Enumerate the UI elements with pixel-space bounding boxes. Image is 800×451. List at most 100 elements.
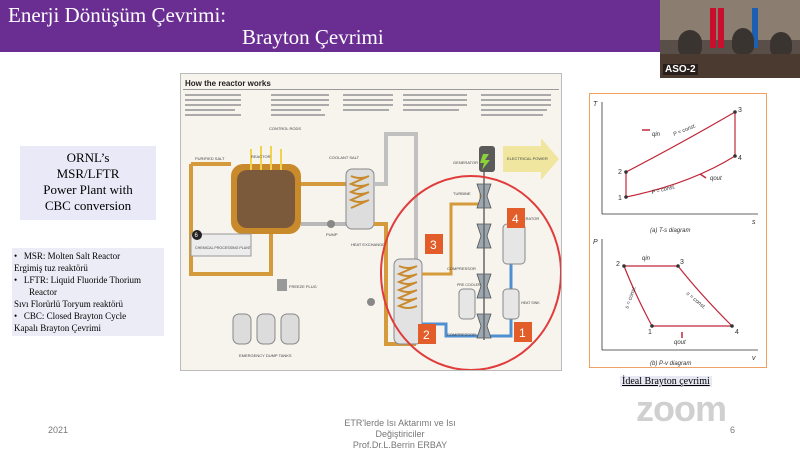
heat-sink [502,288,520,320]
ts-diagram: T s 1 2 3 4 qin qout P = const. P = cons… [593,101,758,234]
brayton-cycle-svg: T s 1 2 3 4 qin qout P = const. P = cons… [593,101,758,367]
footer-course: ETR'lerde Isı Aktarımı ve Isı Değiştiric… [344,418,456,439]
participant-name-label: ASO-2 [663,64,698,75]
pv-y-label: P [593,239,598,246]
caption-text: İdeal Brayton çevrimi [622,376,710,387]
zoom-watermark: zoom [636,388,727,429]
state-point [624,170,628,174]
chemical-processing-plant [190,233,252,257]
step-descriptions [185,94,551,116]
control-rods [250,146,282,170]
state-point [730,324,734,328]
list-item-translation: Ergimiş tuz reaktörü [14,263,88,273]
footer-author: Prof.Dr.L.Berrin ERBAY [352,440,448,450]
state-marker-1-label: 1 [519,326,526,340]
coil [396,265,418,309]
label-heat-sink: HEAT SINK [521,301,540,305]
footer-year: 2021 [48,425,69,435]
list-item: • MSR: Molten Salt Reactor [14,251,121,261]
ornl-description-box: ORNL’s MSR/LFTR Power Plant with CBC con… [20,146,156,220]
footer-center: ETR'lerde Isı Aktarımı ve Isı Değiştiric… [320,418,480,451]
participant-video[interactable]: ASO-2 [660,0,800,78]
label-turbine: TURBINE [453,191,471,196]
slide-title-line1: Enerji Dönüşüm Çevrimi: [8,3,227,27]
freeze-plug [277,279,287,291]
state-marker-2-label: 2 [423,328,430,342]
ts-caption: (a) T-s diagram [650,228,690,234]
pump-icon [367,298,375,306]
ts-x-label: s [752,219,756,226]
state-marker-4-label: 4 [512,212,519,226]
label-compressor: COMPRESSOR [447,266,476,271]
list-item-translation: Kapalı Brayton Çevrimi [14,323,101,333]
state-marker-1 [514,322,532,342]
pv-sconst-right: s = const. [685,291,707,311]
ts-qin-label: qin [652,132,661,138]
pv-caption: (b) P-v diagram [650,361,691,367]
state-marker-4 [507,208,525,228]
state-marker-3-label: 3 [430,238,437,252]
ts-pconst-lower: P = const. [651,184,676,196]
state-point [733,110,737,114]
ornl-line: Power Plant with [43,182,133,197]
coil [348,175,370,209]
pv-point-3: 3 [680,259,684,266]
flag-icon [718,8,724,48]
ts-qout-label: qout [710,176,722,182]
recuperator [502,223,526,265]
generator [479,146,495,172]
state-marker-2 [418,324,436,344]
pv-point-4: 4 [735,329,739,336]
ts-point-2: 2 [618,169,622,176]
state-markers: 1 2 3 4 [418,208,532,344]
state-point [733,154,737,158]
diagram-title: How the reactor works [185,79,271,88]
pv-point-1: 1 [648,329,652,336]
participant-person [770,32,792,56]
pv-x-label: v [752,355,756,362]
reactor-diagram-svg: How the reactor works CONTROL RODS REACT… [183,79,562,371]
label-coolant-salt: COOLANT SALT [329,155,360,160]
list-item-translation: Sıvı Florürlü Toryum reaktörü [14,299,123,309]
ts-point-4: 4 [738,155,742,162]
list-item: • CBC: Closed Brayton Cycle [14,311,127,321]
ornl-line: MSR/LFTR [56,166,120,181]
coolant-loop [374,132,418,259]
hot-gas-line [422,184,483,276]
pv-diagram: P v 2 3 4 1 qin qout s = const. s = cons… [593,239,758,367]
pump-icon [327,220,335,228]
pv-qout-label: qout [674,340,686,346]
flag-icon [752,8,758,48]
pv-point-2: 2 [616,261,620,268]
state-point [624,195,628,199]
reactor-diagram: How the reactor works CONTROL RODS REACT… [180,73,562,371]
label-freeze-plug: FREEZE PLUG [289,284,317,289]
label-electrical-power: ELECTRICAL POWER [507,156,548,161]
precooler [458,288,476,320]
bullet-abbr: MSR: Molten Salt Reactor [23,251,121,261]
arrow-icon [699,173,707,179]
ts-y-label: T [593,101,598,108]
label-purified-salt: PURIFIED SALT [195,156,225,161]
state-point [676,264,680,268]
ts-point-1: 1 [618,195,622,202]
state-point [650,324,654,328]
title-divider [183,89,559,90]
label-reactor: REACTOR [251,154,271,159]
slide-number: 6 [730,425,736,435]
slide-title-line2: Brayton Çevrimi [242,25,384,49]
state-point [622,264,626,268]
purified-salt-pipe [189,164,273,276]
figure-caption: İdeal Brayton çevrimi [620,376,712,387]
electrical-power-arrow [503,138,559,180]
list-item: • LFTR: Liquid Fluoride Thorium [14,275,141,285]
video-desk [660,54,800,78]
pv-qin-label: qin [642,256,651,262]
step-number: 6 [195,233,199,239]
flag-icon [710,8,716,48]
bullet-abbr: LFTR: Liquid Fluoride Thorium [23,275,141,285]
state-marker-3 [425,234,443,254]
pv-sconst-left: s = const. [624,285,638,309]
ornl-line: CBC conversion [44,198,132,213]
power-icon [480,154,490,170]
